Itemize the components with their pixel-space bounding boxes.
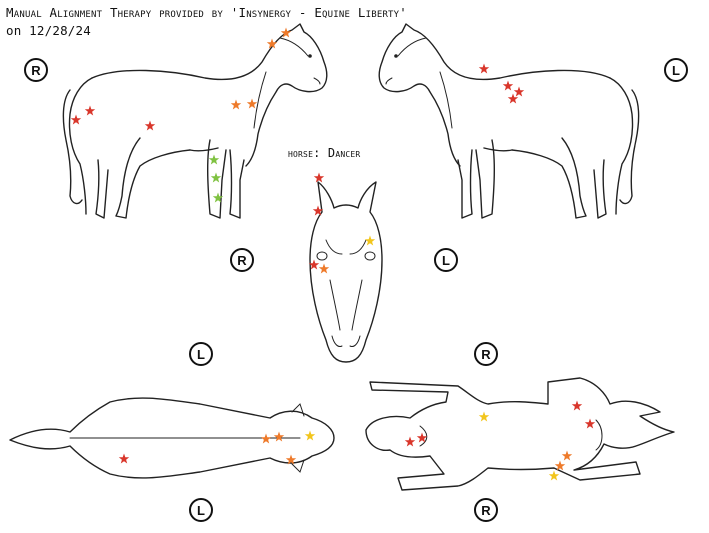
horse-face-front xyxy=(309,181,383,363)
star-icon xyxy=(70,114,82,125)
horse-right-profile xyxy=(62,23,328,219)
star-icon xyxy=(584,418,596,429)
side-badge-left-profile: L xyxy=(664,58,688,82)
star-icon xyxy=(208,154,220,165)
star-icon xyxy=(478,411,490,422)
side-badge-top-view-left: L xyxy=(189,342,213,366)
session-date: on 12/28/24 xyxy=(6,23,91,38)
star-icon xyxy=(478,63,490,74)
side-badge-right-profile: R xyxy=(24,58,48,82)
star-icon xyxy=(260,433,272,444)
page-title: Manual Alignment Therapy provided by 'In… xyxy=(6,5,408,20)
side-badge-bottom-view-right: R xyxy=(474,498,498,522)
star-icon xyxy=(246,98,258,109)
star-icon xyxy=(561,450,573,461)
star-icon xyxy=(548,470,560,481)
horse-name-label: horse: Dancer xyxy=(288,146,361,160)
star-icon xyxy=(404,436,416,447)
star-icon xyxy=(313,172,325,183)
star-icon xyxy=(230,99,242,110)
horse-top-view xyxy=(9,397,335,479)
star-icon xyxy=(513,86,525,97)
star-icon xyxy=(118,453,130,464)
horse-bottom-view xyxy=(365,377,675,491)
treatment-markers xyxy=(70,27,596,481)
side-badge-face-left: L xyxy=(434,248,458,272)
side-badge-top-view-right: R xyxy=(474,342,498,366)
star-icon xyxy=(210,172,222,183)
star-icon xyxy=(318,263,330,274)
star-icon xyxy=(144,120,156,131)
side-badge-bottom-view-left: L xyxy=(189,498,213,522)
star-icon xyxy=(273,431,285,442)
horse-left-profile xyxy=(378,23,640,219)
star-icon xyxy=(84,105,96,116)
star-icon xyxy=(502,80,514,91)
star-icon xyxy=(364,235,376,246)
star-icon xyxy=(571,400,583,411)
star-icon xyxy=(304,430,316,441)
side-badge-face-right: R xyxy=(230,248,254,272)
